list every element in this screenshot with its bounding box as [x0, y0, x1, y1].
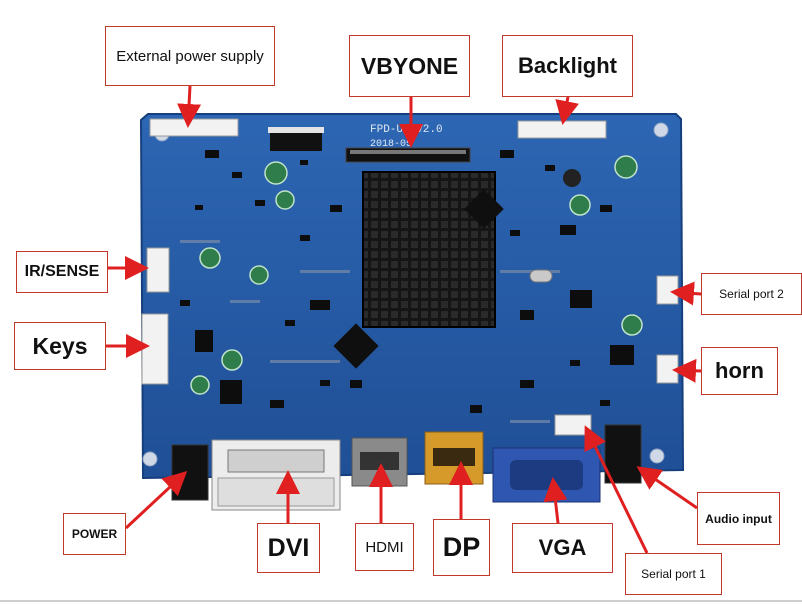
backlight-connector: [517, 120, 607, 139]
serial2-connector: [656, 275, 679, 305]
label-ir-sense: IR/SENSE: [16, 251, 108, 293]
label-backlight: Backlight: [502, 35, 633, 97]
silkscreen-date: 2018-05: [370, 139, 412, 150]
keys-connector: [141, 313, 169, 385]
label-audio-input: Audio input: [697, 492, 780, 545]
label-serial-port-1: Serial port 1: [625, 553, 722, 595]
audio-jack: [604, 424, 642, 484]
label-dp: DP: [433, 519, 490, 576]
label-power: POWER: [63, 513, 126, 555]
ext-power-connector: [149, 118, 239, 137]
silkscreen-model: FPD-UP V2.0: [370, 124, 443, 136]
label-keys: Keys: [14, 322, 106, 370]
ir-connector: [146, 247, 170, 293]
label-horn: horn: [701, 347, 778, 395]
serial1-header: [554, 414, 592, 436]
label-dvi: DVI: [257, 523, 320, 573]
label-vbyone: VBYONE: [349, 35, 470, 97]
horn-connector: [656, 354, 679, 384]
power-jack: [171, 444, 209, 501]
label-external-power-supply: External power supply: [105, 26, 275, 86]
label-vga: VGA: [512, 523, 613, 573]
heatsink: [362, 171, 496, 328]
label-serial-port-2: Serial port 2: [701, 273, 802, 315]
label-hdmi: HDMI: [355, 523, 414, 571]
